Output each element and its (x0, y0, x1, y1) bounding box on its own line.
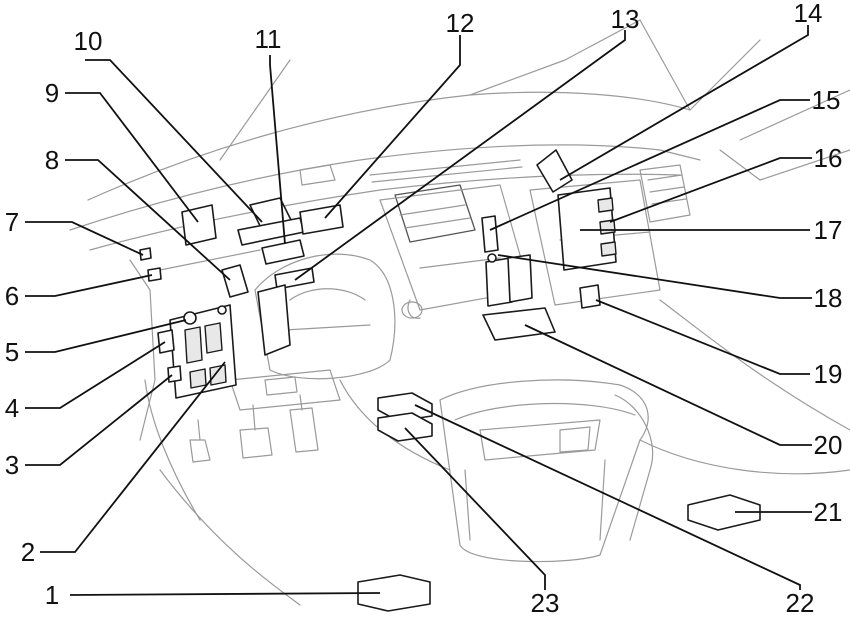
leader-14 (559, 25, 809, 181)
leader-16 (609, 157, 812, 223)
component-9 (181, 204, 217, 246)
component-18 (485, 253, 533, 307)
callout-11: 11 (255, 24, 282, 54)
leader-7 (25, 221, 144, 256)
component-5 (183, 311, 197, 325)
callout-16: 16 (814, 143, 843, 173)
leader-lines (25, 25, 812, 596)
callout-1: 1 (45, 580, 59, 610)
callout-20: 20 (814, 430, 843, 460)
component-23 (377, 412, 433, 442)
callout-5: 5 (5, 337, 19, 367)
callout-14: 14 (794, 0, 823, 28)
leader-9 (65, 92, 199, 223)
steering-column-cover (257, 284, 291, 356)
components (139, 149, 761, 612)
callout-18: 18 (814, 283, 843, 313)
component-22 (377, 392, 433, 422)
component-3 (167, 365, 182, 383)
leader-5 (25, 319, 187, 353)
callout-3: 3 (5, 450, 19, 480)
leader-19 (595, 299, 810, 375)
leader-13 (294, 30, 626, 281)
component-14 (536, 149, 573, 193)
callout-15: 15 (812, 85, 841, 115)
leader-12 (324, 35, 461, 219)
component-20 (482, 307, 556, 341)
leader-4 (25, 341, 166, 409)
component-10 (237, 197, 305, 246)
leader-10 (85, 59, 263, 223)
component-19 (579, 284, 601, 309)
component-15 (481, 215, 499, 253)
component-8 (221, 264, 249, 298)
component-1 (357, 574, 431, 612)
leader-15 (489, 99, 810, 231)
leader-23 (404, 427, 546, 590)
callout-7: 7 (5, 207, 19, 237)
callout-8: 8 (45, 145, 59, 175)
callout-4: 4 (5, 393, 19, 423)
leader-2 (40, 361, 226, 553)
callout-23: 23 (531, 588, 560, 618)
callout-13: 13 (611, 4, 640, 34)
leader-6 (25, 274, 153, 297)
component-17 (557, 187, 617, 271)
callout-6: 6 (5, 281, 19, 311)
leader-1 (69, 592, 381, 596)
callout-21: 21 (814, 497, 843, 527)
callout-2: 2 (21, 537, 35, 567)
leader-20 (524, 324, 812, 446)
component-4 (157, 329, 175, 354)
component-21 (687, 494, 761, 531)
callout-9: 9 (45, 78, 59, 108)
component-6 (147, 267, 162, 282)
component-7 (139, 247, 152, 261)
callout-labels: 1 2 3 4 5 6 7 8 9 10 11 12 13 14 15 16 1… (5, 0, 843, 618)
component-2 (169, 304, 237, 399)
callout-19: 19 (814, 359, 843, 389)
leader-22 (414, 404, 801, 590)
leader-3 (25, 374, 173, 466)
component-11 (261, 239, 305, 265)
component-12 (299, 204, 344, 235)
leader-8 (65, 159, 231, 281)
callout-22: 22 (786, 588, 815, 618)
leader-18 (497, 254, 812, 299)
callout-10: 10 (74, 26, 103, 56)
callout-17: 17 (814, 215, 843, 245)
leader-11 (269, 55, 286, 245)
callout-12: 12 (446, 8, 475, 38)
